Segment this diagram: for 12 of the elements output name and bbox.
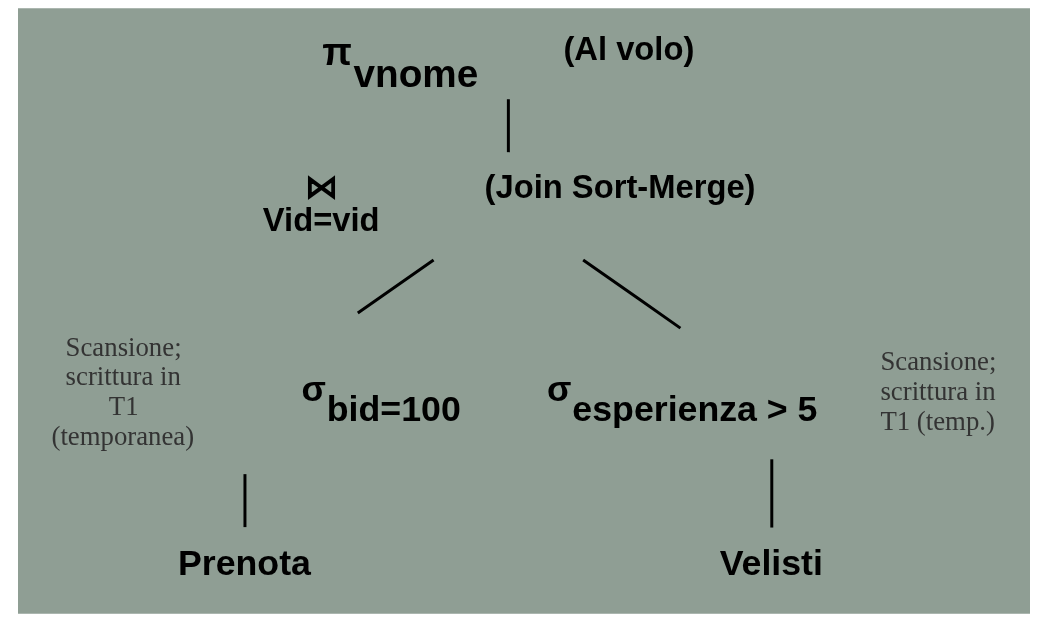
node-text: Prenota	[177, 543, 311, 584]
node-label: (Al volo)	[563, 30, 695, 68]
node-text: Velisti	[719, 543, 823, 584]
node-label: Scansione; scrittura in T1 (temp.)	[880, 346, 997, 436]
node-text: ⋈ Vid=vid	[262, 168, 380, 238]
node-label: (Join Sort-Merge)	[484, 168, 756, 206]
connector	[243, 474, 247, 528]
connector	[506, 99, 510, 153]
connector	[770, 459, 774, 528]
connector	[356, 258, 435, 315]
connector	[582, 258, 682, 330]
node-label: Scansione; scrittura in T1 (temporanea)	[51, 331, 195, 451]
